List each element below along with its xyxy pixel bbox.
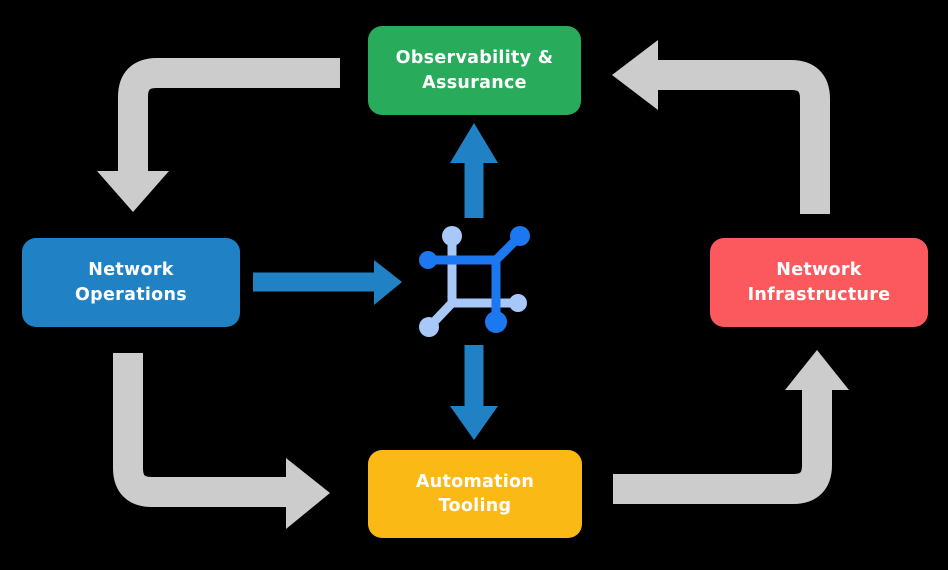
node-observability-assurance: Observability & Assurance (368, 26, 581, 115)
icon-node-top (442, 226, 462, 246)
node-infrastructure-label: Network Infrastructure (747, 260, 891, 305)
icon-line-left-bottom (447, 236, 512, 308)
node-automation-label: Automation Tooling (415, 471, 535, 516)
arrow-shaft (656, 60, 830, 214)
arrow-head-up-icon (450, 123, 498, 163)
arrow-shaft (113, 353, 288, 507)
node-automation-tooling: Automation Tooling (368, 450, 582, 538)
arrow-head-up-icon (785, 350, 849, 390)
arrow-head-left-icon (612, 40, 658, 110)
icon-node-left (419, 251, 437, 269)
arrow-observability-to-operations (97, 58, 340, 212)
arrow-head-right-icon (286, 458, 330, 529)
arrow-head-down-icon (450, 406, 498, 440)
arrow-operations-to-platform (253, 260, 402, 305)
arrow-platform-to-observability (450, 123, 498, 218)
platform-icon-primary-lines (419, 226, 530, 333)
arrow-shaft (613, 388, 832, 504)
node-observability-label: Observability & Assurance (395, 48, 554, 93)
icon-node-top-right (510, 226, 530, 246)
arrow-infrastructure-to-observability (612, 40, 830, 214)
icon-node-bottom-left (419, 317, 439, 337)
node-network-infrastructure: Network Infrastructure (710, 238, 928, 327)
arrow-automation-to-infrastructure (613, 350, 849, 504)
arrow-platform-to-automation (450, 345, 498, 440)
icon-node-right (509, 294, 527, 312)
icon-node-bottom (485, 311, 507, 333)
node-network-operations: Network Operations (22, 238, 240, 327)
arrow-shaft (118, 58, 340, 174)
arrow-head-right-icon (374, 260, 402, 305)
arrow-operations-to-automation (113, 353, 330, 529)
arrow-head-down-icon (97, 171, 169, 212)
node-operations-label: Network Operations (75, 260, 187, 305)
network-platform-icon (419, 226, 530, 337)
